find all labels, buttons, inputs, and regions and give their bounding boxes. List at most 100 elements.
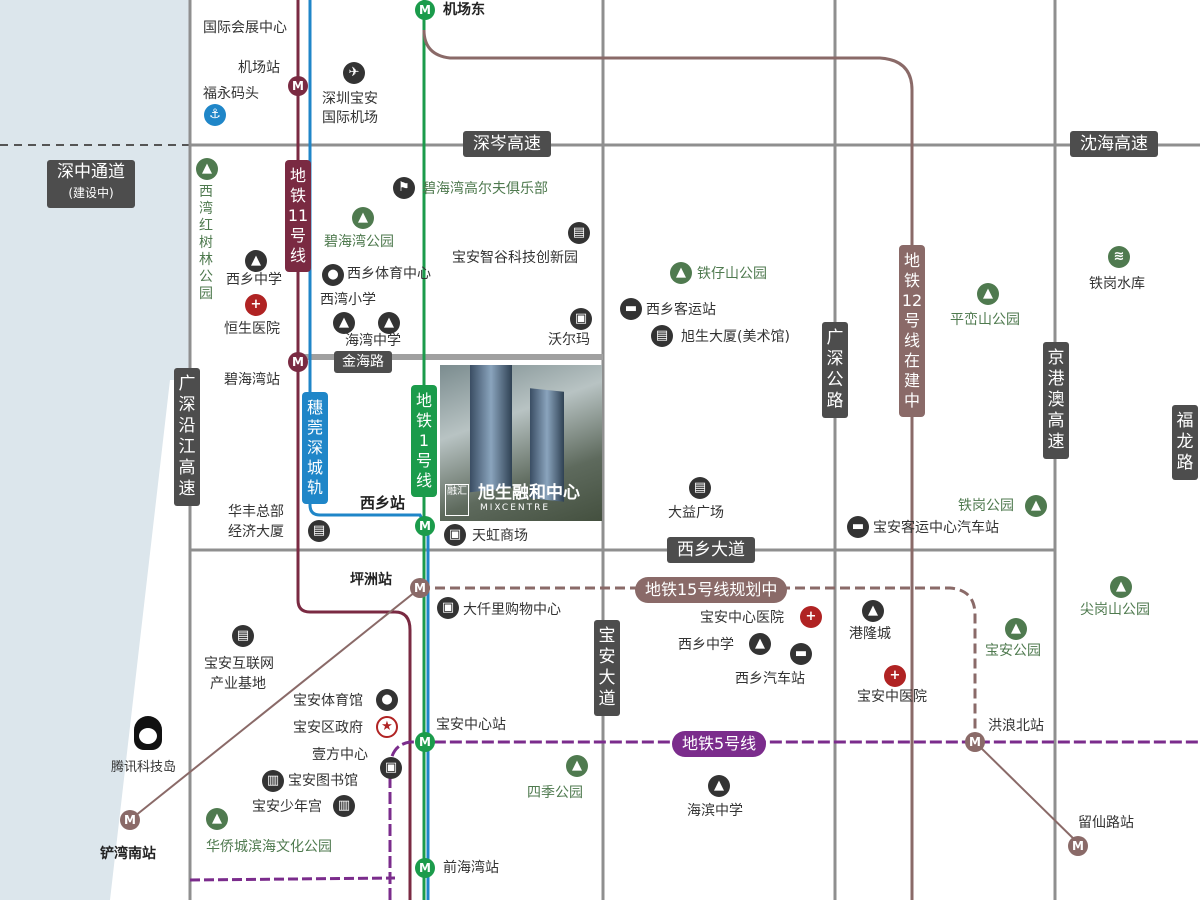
station-xixiang-label: 西乡站 [360, 494, 406, 512]
line11-track [296, 0, 412, 900]
penguin-icon [134, 716, 162, 750]
station-bihaiwan-label: 碧海湾站 [224, 372, 280, 388]
poi-golf-label: 碧海湾高尔夫俱乐部 [422, 181, 548, 197]
hospital-icon: + [245, 294, 267, 316]
building-icon: ▤ [689, 477, 711, 499]
station-liuxianlu-icon[interactable]: M [1068, 836, 1088, 856]
poi-huaqiao-park-label: 华侨城滨海文化公园 [206, 839, 332, 855]
poi-xiwan-primary-label: 西湾小学 [320, 292, 376, 308]
poi-baoan-park-label: 宝安公园 [985, 643, 1041, 659]
station-jichang-icon[interactable]: M [288, 76, 308, 96]
poi-airport-line2: 国际机场 [322, 110, 378, 126]
poi-bihaiwan-park-label: 碧海湾公园 [324, 234, 394, 250]
line11-label: 地铁11号线 [285, 160, 311, 272]
tree-icon: ▲ [1025, 495, 1047, 517]
tree-icon: ▲ [352, 207, 374, 229]
poi-pingluanshan-label: 平峦山公园 [950, 312, 1020, 328]
poi-tiegang-reservoir-label: 铁岗水库 [1089, 276, 1145, 292]
poi-xixiang-middle-label: 西乡中学 [226, 272, 282, 288]
station-chanwan-south-icon[interactable]: M [120, 810, 140, 830]
poi-sijipark-label: 四季公园 [527, 785, 583, 801]
station-qianhaiwan-icon[interactable]: M [415, 858, 435, 878]
road-baoan-avenue: 宝安大道 [594, 620, 620, 716]
line12-track [422, 29, 914, 900]
poi-walmart-label: 沃尔玛 [548, 332, 590, 348]
line5-label: 地铁5号线 [672, 731, 767, 757]
road-jinhai: 金海路 [334, 351, 392, 373]
station-baoan-center-label: 宝安中心站 [436, 717, 506, 733]
suiguan-track [308, 0, 430, 900]
road-guangshen: 广深公路 [822, 322, 848, 418]
shopping-icon: ▣ [437, 597, 459, 619]
school-icon: ▲ [862, 600, 884, 622]
line5-south [189, 876, 396, 882]
poi-baoan-center-hospital-label: 宝安中心医院 [700, 610, 784, 626]
school-icon: ▲ [378, 312, 400, 334]
building-icon: ▤ [308, 520, 330, 542]
station-xixiang-icon[interactable]: M [415, 516, 435, 536]
station-bihaiwan-icon[interactable]: M [288, 352, 308, 372]
poi-binhai-middle-label: 海滨中学 [687, 803, 743, 819]
poi-baoan-bus-label: 宝安客运中心汽车站 [873, 520, 999, 536]
bus-icon: ▬ [847, 516, 869, 538]
school-icon: ▲ [245, 250, 267, 272]
project-english-name: MIXCENTRE [480, 503, 551, 513]
hospital-icon: + [884, 665, 906, 687]
station-baoan-center-icon[interactable]: M [415, 732, 435, 752]
water-icon: ≋ [1108, 246, 1130, 268]
airplane-icon: ✈ [343, 62, 365, 84]
station-chanwan-south-label: 铲湾南站 [100, 846, 156, 862]
poi-tianhong-label: 天虹商场 [472, 528, 528, 544]
station-hongnang-north-icon[interactable]: M [965, 732, 985, 752]
poi-youth-palace-label: 宝安少年宫 [252, 799, 322, 815]
road-shencen: 深岑高速 [463, 131, 551, 157]
poi-tiegang-park-label: 铁岗公园 [958, 498, 1014, 514]
poi-tcm-hospital-label: 宝安中医院 [857, 689, 927, 705]
poi-district-gov-label: 宝安区政府 [293, 720, 363, 736]
soccer-ball-icon: ● [322, 264, 344, 286]
poi-baoan-gym-label: 宝安体育馆 [293, 693, 363, 709]
flag-icon: ⚑ [393, 177, 415, 199]
poi-internet-base-line2: 产业基地 [210, 676, 266, 692]
tree-icon: ▲ [670, 262, 692, 284]
poi-haiwan-middle-label: 海湾中学 [345, 333, 401, 349]
poi-yifang-label: 壹方中心 [312, 747, 368, 763]
road-jinggangao: 京港澳高速 [1043, 342, 1069, 459]
tree-icon: ▲ [196, 158, 218, 180]
station-pingzhou-icon[interactable]: M [410, 578, 430, 598]
poi-zhigu-label: 宝安智谷科技创新园 [452, 250, 578, 266]
road-shenzhong-name: 深中通道 [57, 162, 125, 182]
tree-icon: ▲ [1005, 618, 1027, 640]
shopping-icon: ▣ [444, 524, 466, 546]
tree-icon: ▲ [566, 755, 588, 777]
road-shenzhong: 深中通道 (建设中) [47, 160, 135, 208]
sea-water [0, 0, 190, 900]
poi-mangrove-label: 西湾红树林公园 [199, 184, 213, 302]
poi-internet-base-line1: 宝安互联网 [204, 656, 274, 672]
shopping-icon: ▣ [380, 757, 402, 779]
station-jichang-label: 机场站 [238, 60, 280, 76]
tree-icon: ▲ [977, 283, 999, 305]
station-pingzhou-label: 坪洲站 [350, 572, 392, 588]
school-icon: ▲ [708, 775, 730, 797]
station-jichangdong-icon[interactable]: M [415, 0, 435, 20]
poi-ganglongcheng-label: 港隆城 [849, 626, 891, 642]
poi-xixiang-sports-label: 西乡体育中心 [347, 266, 431, 282]
line15-track [420, 586, 977, 742]
book-icon: ▥ [262, 770, 284, 792]
southwest-track [129, 587, 421, 821]
poi-hengsheng-building-label: 旭生大厦(美术馆) [681, 329, 790, 345]
hospital-icon: + [800, 606, 822, 628]
tree-icon: ▲ [1110, 576, 1132, 598]
station-hongnang-north-label: 洪浪北站 [988, 718, 1044, 734]
station-liuxianlu-label: 留仙路站 [1078, 815, 1134, 831]
poi-jiangangshan-label: 尖岗山公园 [1080, 602, 1150, 618]
building-icon: ▤ [232, 625, 254, 647]
line12-label: 地铁12号线在建中 [899, 245, 925, 417]
poi-xixiang-bus-label: 西乡客运站 [646, 302, 716, 318]
school-icon: ▲ [333, 312, 355, 334]
station-jichangdong-label: 机场东 [443, 2, 485, 18]
project-rendering[interactable] [440, 365, 602, 521]
